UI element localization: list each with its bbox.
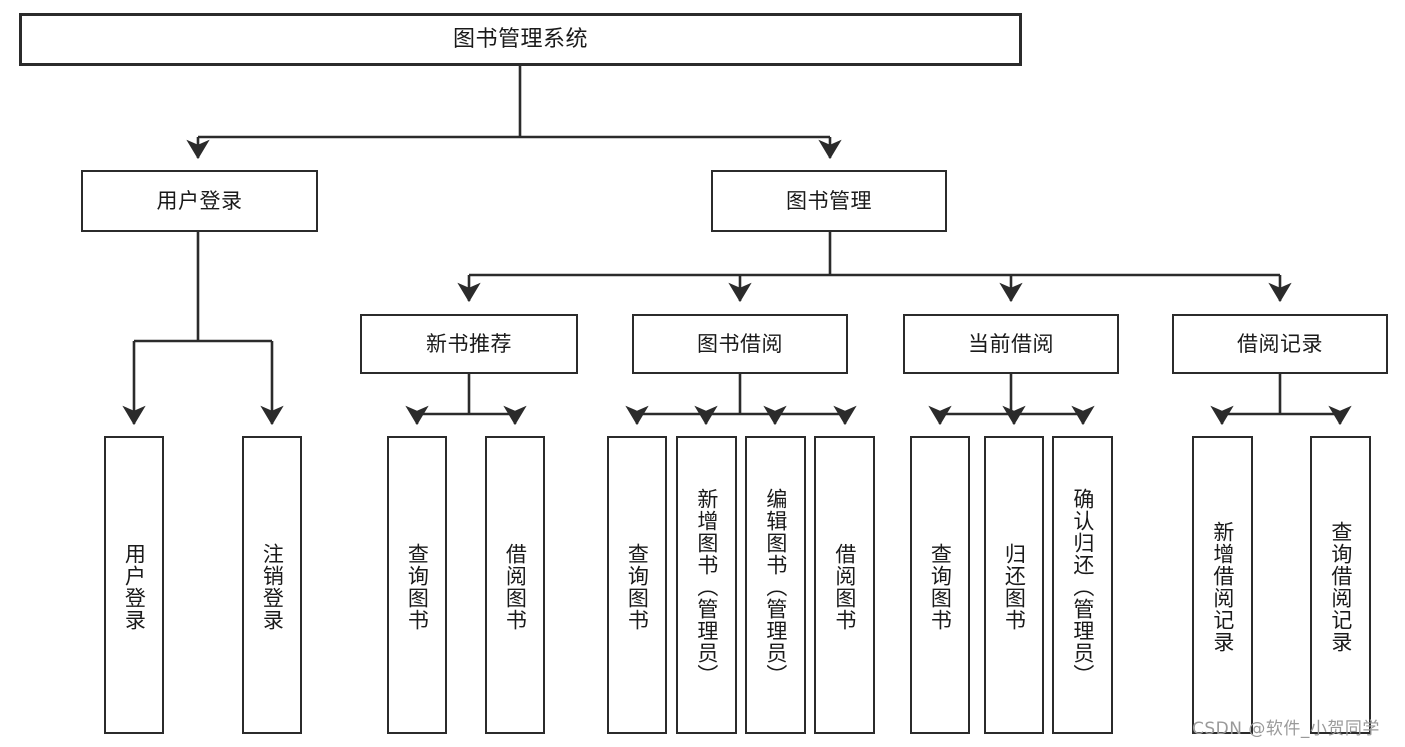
node-leaf-return-book-label: 归还图书 xyxy=(1002,543,1027,631)
node-leaf-query-book-2-label: 查询图书 xyxy=(625,543,650,631)
node-leaf-query-book-3[interactable]: 查询图书 xyxy=(910,436,970,734)
node-leaf-confirm-return[interactable]: 确认归还（管理员） xyxy=(1052,436,1113,734)
node-leaf-confirm-return-label: 确认归还（管理员） xyxy=(1070,488,1095,686)
node-leaf-query-record-label: 查询借阅记录 xyxy=(1328,521,1353,653)
node-leaf-borrow-book-1[interactable]: 借阅图书 xyxy=(485,436,545,734)
node-leaf-borrow-book-2-label: 借阅图书 xyxy=(832,543,857,631)
node-user-login[interactable]: 用户登录 xyxy=(81,170,318,232)
node-leaf-return-book[interactable]: 归还图书 xyxy=(984,436,1044,734)
node-leaf-add-record-label: 新增借阅记录 xyxy=(1210,521,1235,653)
node-leaf-query-record[interactable]: 查询借阅记录 xyxy=(1310,436,1371,734)
node-book-management[interactable]: 图书管理 xyxy=(711,170,947,232)
node-leaf-add-book-label: 新增图书（管理员） xyxy=(694,488,719,686)
node-leaf-borrow-book-2[interactable]: 借阅图书 xyxy=(814,436,875,734)
node-user-login-label: 用户登录 xyxy=(156,188,243,213)
node-leaf-logout[interactable]: 注销登录 xyxy=(242,436,302,734)
node-leaf-user-login-label: 用户登录 xyxy=(122,543,147,631)
node-leaf-logout-label: 注销登录 xyxy=(260,543,285,631)
node-leaf-edit-book[interactable]: 编辑图书（管理员） xyxy=(745,436,806,734)
node-root[interactable]: 图书管理系统 xyxy=(19,13,1022,66)
node-leaf-add-book[interactable]: 新增图书（管理员） xyxy=(676,436,737,734)
node-current-borrow[interactable]: 当前借阅 xyxy=(903,314,1119,374)
node-leaf-query-book-1[interactable]: 查询图书 xyxy=(387,436,447,734)
node-root-label: 图书管理系统 xyxy=(452,26,588,52)
node-current-borrow-label: 当前借阅 xyxy=(968,331,1054,356)
node-book-borrow[interactable]: 图书借阅 xyxy=(632,314,848,374)
node-borrow-record-label: 借阅记录 xyxy=(1237,331,1323,356)
node-leaf-user-login[interactable]: 用户登录 xyxy=(104,436,164,734)
node-leaf-borrow-book-1-label: 借阅图书 xyxy=(503,543,528,631)
node-borrow-record[interactable]: 借阅记录 xyxy=(1172,314,1388,374)
node-leaf-edit-book-label: 编辑图书（管理员） xyxy=(763,488,788,686)
node-leaf-query-book-2[interactable]: 查询图书 xyxy=(607,436,667,734)
watermark-text: CSDN @软件_小贺同学 xyxy=(1192,719,1380,739)
node-new-book-recommend-label: 新书推荐 xyxy=(426,331,512,356)
node-leaf-add-record[interactable]: 新增借阅记录 xyxy=(1192,436,1253,734)
node-leaf-query-book-1-label: 查询图书 xyxy=(405,543,430,631)
node-book-borrow-label: 图书借阅 xyxy=(697,331,783,356)
node-leaf-query-book-3-label: 查询图书 xyxy=(928,543,953,631)
node-new-book-recommend[interactable]: 新书推荐 xyxy=(360,314,578,374)
node-book-management-label: 图书管理 xyxy=(786,188,872,213)
